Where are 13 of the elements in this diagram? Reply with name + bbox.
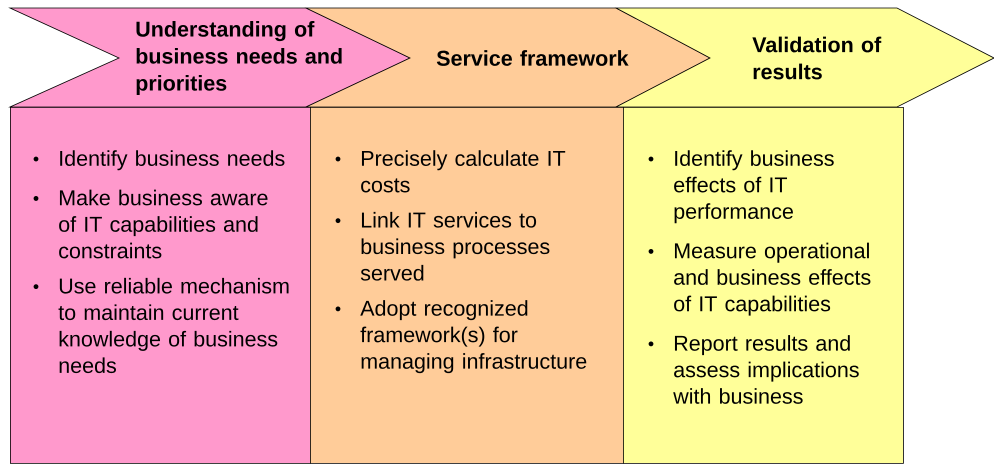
bullet-item: Use reliable mechanism to maintain current knowledge of business needs	[34, 278, 289, 374]
bullet-item: Identify business effects of IT performance	[648, 150, 834, 224]
bullet-item: Link IT services to business processes served	[336, 212, 550, 281]
bullet-item: Report results and assess implications with business	[648, 335, 859, 404]
column-box	[10, 107, 311, 464]
column-box	[310, 107, 624, 464]
bullet-item: Precisely calculate IT costs	[336, 150, 566, 192]
node-label: Validation of results	[752, 36, 882, 80]
bullet-item: Measure operational and business effects of IT capabilities	[648, 242, 870, 316]
bullet-item: Adopt recognized framework(s) for managing infrastructure	[336, 300, 586, 374]
column-box	[623, 107, 904, 464]
bullet-item: Identify business needs	[34, 150, 284, 170]
bullet-item: Make business aware of IT capabilities and constraints	[34, 190, 268, 258]
